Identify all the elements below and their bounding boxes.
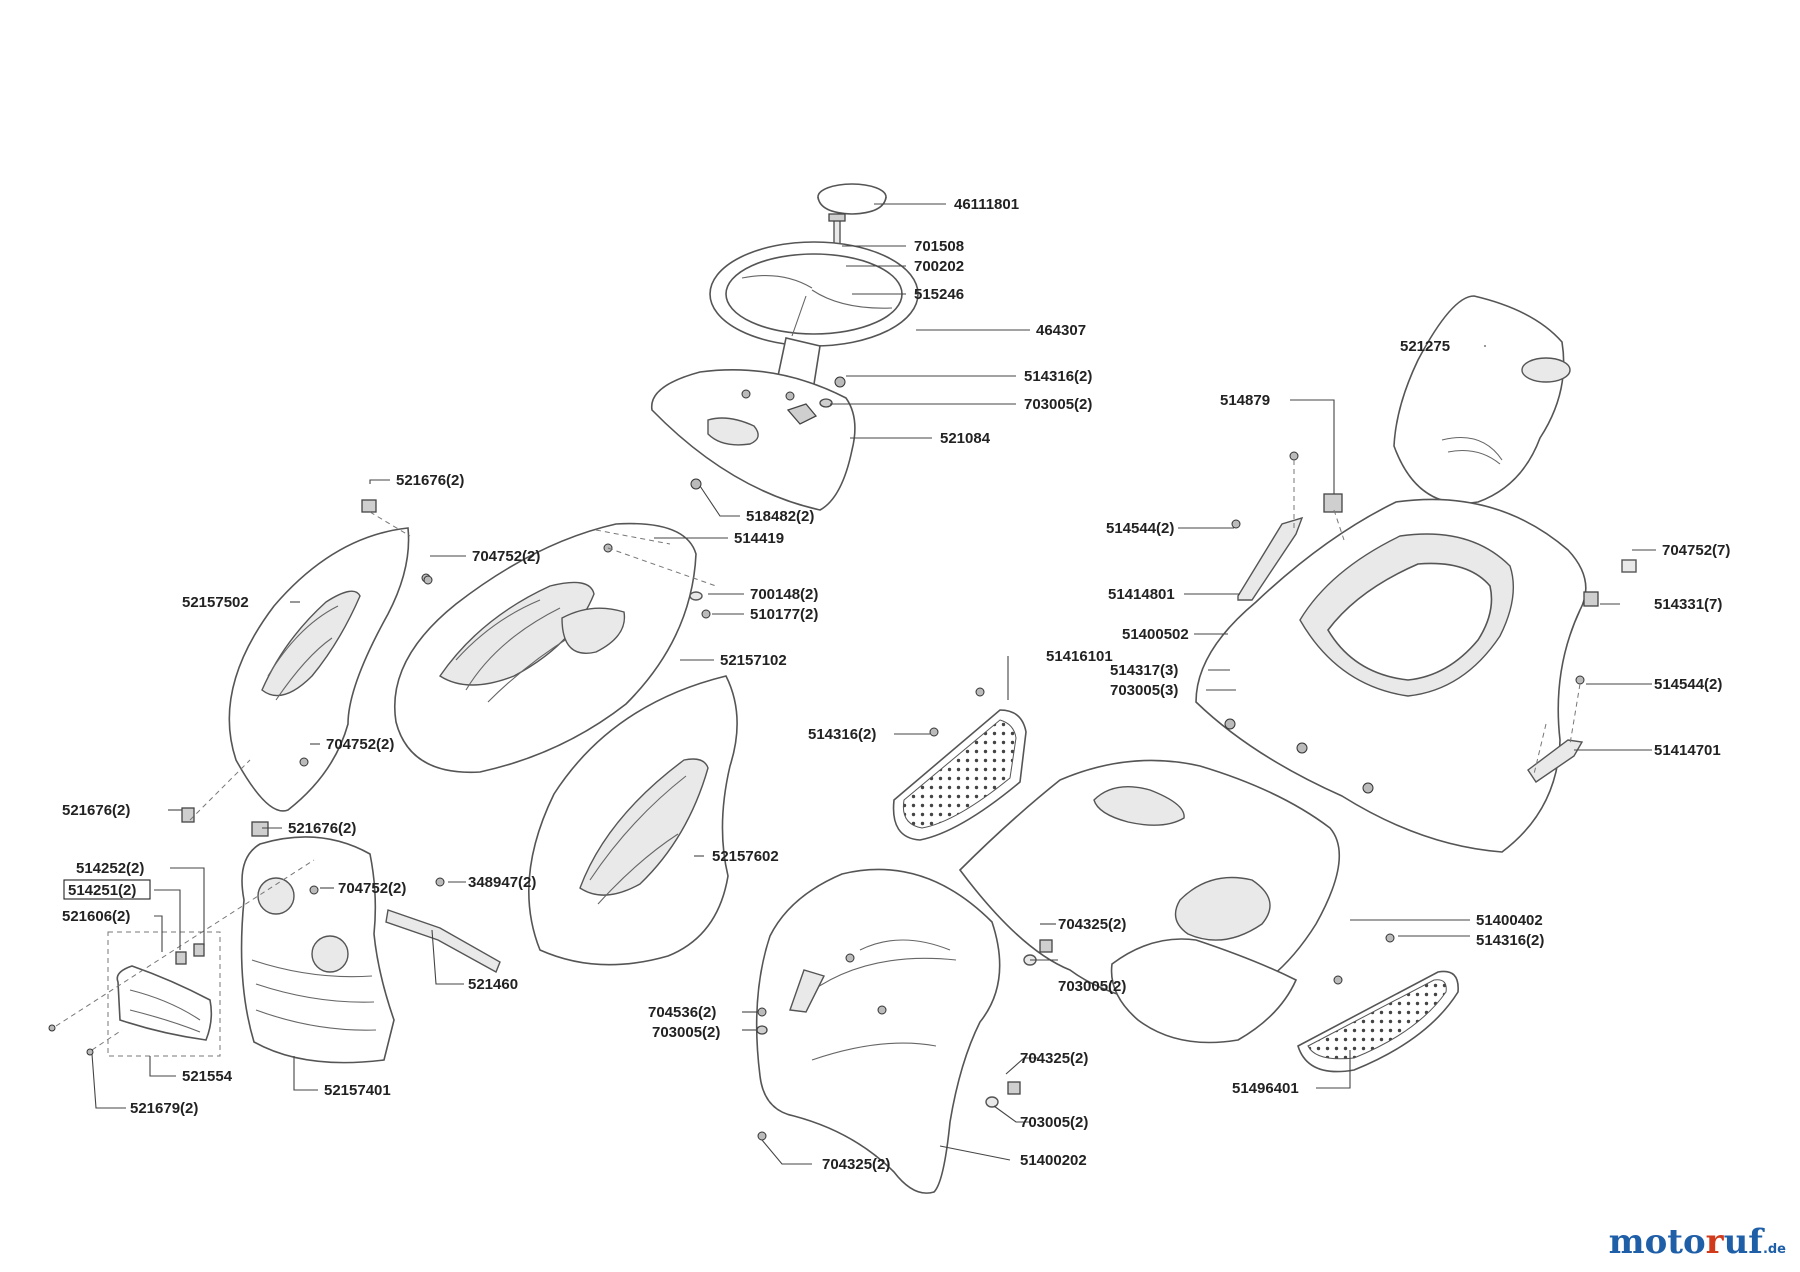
label-700148: 700148(2) [750, 586, 818, 603]
label-514251-box [63, 879, 151, 900]
label-52157502: 52157502 [182, 594, 249, 611]
label-51400402: 51400402 [1476, 912, 1543, 929]
label-703005-top: 703005(2) [1058, 978, 1126, 995]
label-703005-rear: 703005(3) [1110, 682, 1178, 699]
dashboard-panel [651, 369, 856, 511]
label-521676-left: 521676(2) [62, 802, 130, 819]
grille-bracket [251, 821, 501, 973]
label-704325-bottom: 704325(2) [822, 1156, 890, 1173]
label-51414701: 51414701 [1654, 742, 1721, 759]
label-704325-top: 704325(2) [1058, 916, 1126, 933]
label-51496401: 51496401 [1232, 1080, 1299, 1097]
grille-lens-box [107, 931, 221, 1057]
steering-cap [817, 183, 887, 215]
label-521275: 521275 [1400, 338, 1450, 355]
label-514544-right: 514544(2) [1654, 676, 1722, 693]
right-footrest [1297, 933, 1459, 1073]
site-logo[interactable]: motoruf.de [1609, 1222, 1786, 1262]
left-fender-trim [1231, 516, 1304, 601]
front-grille [240, 836, 395, 1064]
label-700202: 700202 [914, 258, 964, 275]
label-51414801: 51414801 [1108, 586, 1175, 603]
label-514317: 514317(3) [1110, 662, 1178, 679]
label-514544-left: 514544(2) [1106, 520, 1174, 537]
label-703005-mid: 703005(2) [1020, 1114, 1088, 1131]
label-704325-mid: 704325(2) [1020, 1050, 1088, 1067]
label-514316-floor: 514316(2) [1476, 932, 1544, 949]
label-521676-grille: 521676(2) [288, 820, 356, 837]
right-side-panel [528, 675, 738, 966]
label-701508: 701508 [914, 238, 964, 255]
label-521084: 521084 [940, 430, 991, 447]
front-cowl [755, 868, 1001, 1194]
label-510177: 510177(2) [750, 606, 818, 623]
label-514879: 514879 [1220, 392, 1270, 409]
label-514419: 514419 [734, 530, 784, 547]
label-704752-rear: 704752(7) [1662, 542, 1730, 559]
label-514331: 514331(7) [1654, 596, 1722, 613]
label-514316-dash: 514316(2) [1024, 368, 1092, 385]
logo-tld: .de [1762, 1242, 1786, 1257]
label-514252: 514252(2) [76, 860, 144, 877]
label-52157401: 52157401 [324, 1082, 391, 1099]
logo-part-1: moto [1608, 1222, 1706, 1262]
label-703005-dash: 703005(2) [1024, 396, 1092, 413]
cowl-fasteners [756, 939, 1053, 1141]
label-704752-grille: 704752(2) [338, 880, 406, 897]
seat-switch [1289, 451, 1343, 513]
label-52157602: 52157602 [712, 848, 779, 865]
label-704752-top: 704752(2) [472, 548, 540, 565]
seat [1393, 295, 1571, 505]
label-52157102: 52157102 [720, 652, 787, 669]
label-514251: 514251(2) [68, 882, 136, 899]
floor-plate [958, 759, 1341, 1044]
logo-part-2: r [1705, 1222, 1724, 1262]
label-51416101: 51416101 [1046, 648, 1113, 665]
left-footrest [892, 687, 1027, 841]
leader-lines [91, 203, 1656, 1165]
right-fender-trim [1527, 559, 1637, 783]
label-514316-footrest: 514316(2) [808, 726, 876, 743]
label-704752-mid: 704752(2) [326, 736, 394, 753]
small-screws [48, 1024, 94, 1056]
steering-wheel [709, 241, 919, 386]
label-704536: 704536(2) [648, 1004, 716, 1021]
label-46111801: 46111801 [954, 196, 1019, 213]
logo-part-3: uf [1723, 1222, 1763, 1262]
label-521679: 521679(2) [130, 1100, 198, 1117]
label-348947: 348947(2) [468, 874, 536, 891]
label-521676-top: 521676(2) [396, 472, 464, 489]
label-518482: 518482(2) [746, 508, 814, 525]
label-51400502: 51400502 [1122, 626, 1189, 643]
label-515246: 515246 [914, 286, 964, 303]
left-side-panel [228, 527, 410, 812]
label-703005-cowl: 703005(2) [652, 1024, 720, 1041]
label-51400202: 51400202 [1020, 1152, 1087, 1169]
rear-fender [1195, 498, 1587, 853]
dashboard-screws [690, 376, 846, 490]
front-hood [394, 522, 697, 774]
label-521554: 521554 [182, 1068, 233, 1085]
label-464307: 464307 [1036, 322, 1086, 339]
label-521460: 521460 [468, 976, 518, 993]
label-521606: 521606(2) [62, 908, 130, 925]
part-labels: 46111801 701508 700202 515246 464307 514… [62, 196, 1730, 1173]
